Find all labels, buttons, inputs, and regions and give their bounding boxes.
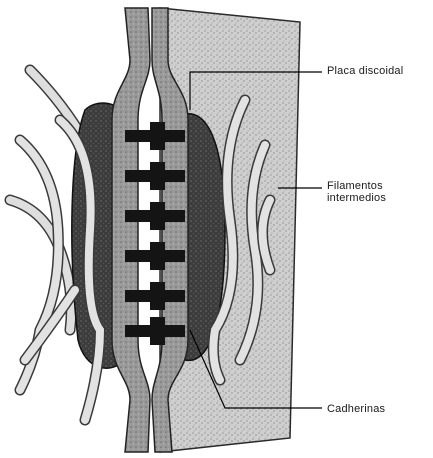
intermediate-filaments-left-front xyxy=(20,120,100,420)
label-filamentos-line1: Filamentos xyxy=(327,180,386,192)
label-filamentos-line2: intermedios xyxy=(327,192,386,204)
left-cell-membrane xyxy=(112,8,150,452)
label-placa-discoidal: Placa discoidal xyxy=(327,65,403,77)
label-placa-text: Placa discoidal xyxy=(327,65,403,77)
label-cadherinas-text: Cadherinas xyxy=(327,403,385,415)
label-filamentos-intermedios: Filamentos intermedios xyxy=(327,180,386,204)
label-cadherinas: Cadherinas xyxy=(327,403,385,415)
